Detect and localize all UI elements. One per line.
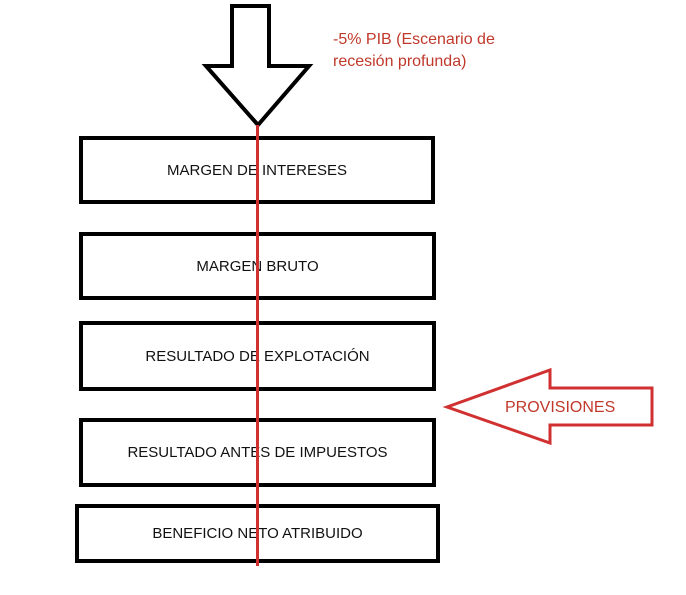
provisions-label: PROVISIONES (505, 399, 616, 416)
impact-line (256, 125, 259, 566)
down-arrow-shape (201, 4, 314, 129)
provisions-arrow-shape (442, 367, 654, 446)
scenario-label: -5% PIB (Escenario de recesión profunda) (333, 31, 495, 70)
